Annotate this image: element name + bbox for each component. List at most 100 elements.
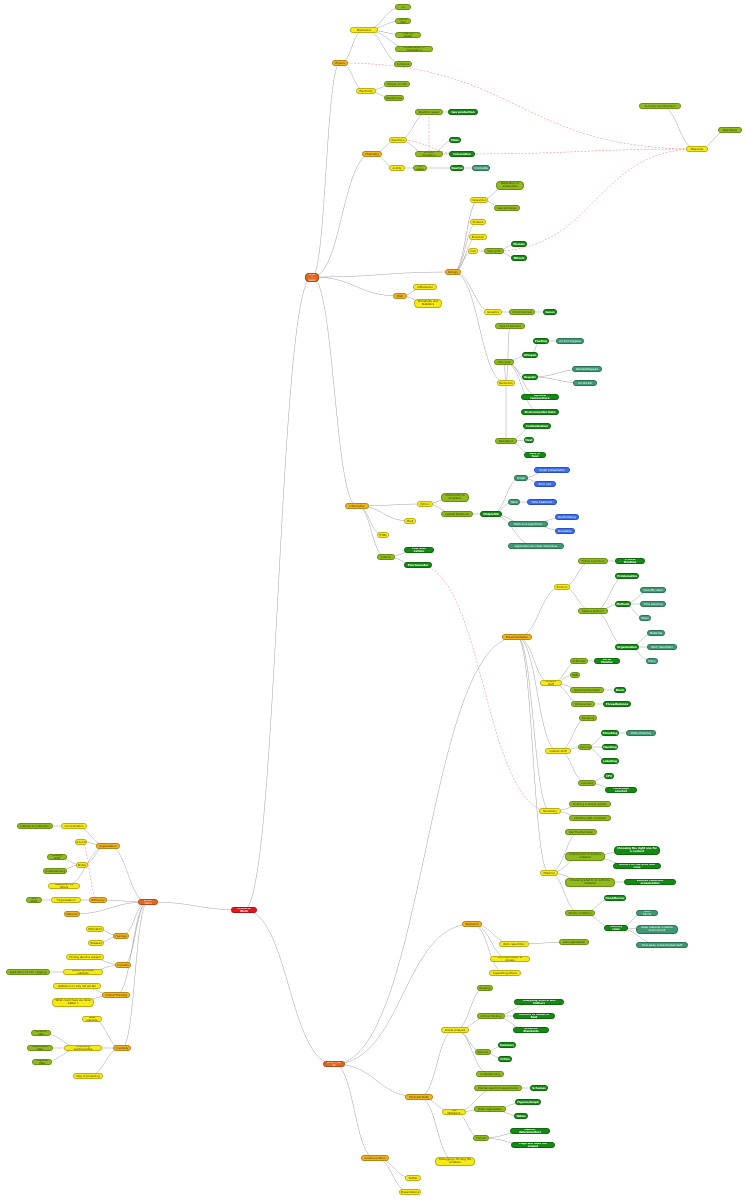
node-tw-repartition[interactable]: Work repartition [499, 941, 529, 947]
node-math-diff[interactable]: Differential [413, 284, 437, 290]
node-org-supported[interactable]: Supported by others [48, 883, 80, 889]
node-bac-environment[interactable]: Environmental state [521, 409, 559, 415]
node-b-genes[interactable]: Genes [543, 309, 557, 315]
node-tw-lab-org[interactable]: Lab organisation [559, 939, 589, 945]
node-cs-counting[interactable]: Counting [578, 780, 596, 786]
node-b-evolution[interactable]: Evolution [469, 234, 487, 240]
node-mat-trash[interactable]: Trow away contaminated stuff [636, 942, 688, 948]
node-math-prob[interactable]: Probability and Statistics [414, 298, 442, 308]
node-inf-graph[interactable]: Graph [514, 475, 528, 481]
node-ps-block[interactable]: Block [614, 687, 626, 693]
node-eff-lab-skills[interactable]: Lab skills [26, 897, 42, 903]
node-b-mitosis[interactable]: Mitosis [511, 255, 527, 261]
node-what-can-do[interactable]: What I can do [323, 1061, 345, 1067]
node-cur-subject[interactable]: Finding about a subject [66, 954, 104, 960]
node-experimentation[interactable]: Experimentation [502, 634, 532, 640]
node-prot-steps[interactable]: Steps [639, 615, 651, 621]
node-material[interactable]: Material [540, 870, 558, 876]
node-c-neutral[interactable]: Neutral [450, 165, 464, 171]
node-bac-type[interactable]: Type of bacteria [495, 323, 525, 329]
node-ps-thread[interactable]: Threadbalance [603, 701, 631, 707]
node-feelings[interactable]: Feelings [113, 933, 129, 939]
node-inf-graph-present[interactable]: Graph presentation [534, 467, 570, 473]
node-cr-new[interactable]: New subjects [82, 1016, 102, 1022]
node-cr-experiment[interactable]: Experiment idea [27, 1045, 53, 1051]
node-e-resistance[interactable]: Resistances [384, 95, 404, 101]
node-b-genetics[interactable]: Genetics [484, 309, 502, 315]
node-c-acidity[interactable]: Acidity [389, 165, 405, 171]
node-com-presentation[interactable]: Presentations [399, 1189, 421, 1195]
node-c-reactions[interactable]: Reactions [389, 137, 407, 143]
node-ln-precise[interactable]: Precise report of experiments [474, 1085, 522, 1091]
node-biology[interactable]: Biology [445, 269, 461, 275]
node-art-analysing[interactable]: Analysing Source and Authors [514, 999, 564, 1005]
node-prot-methods[interactable]: Methods [615, 601, 631, 607]
node-ct-reflexion[interactable]: Reflexion on why did we fail [53, 983, 101, 989]
node-bac-food[interactable]: Lack of food [524, 452, 546, 458]
node-organisation[interactable]: Organisation [96, 843, 120, 849]
node-cs-cloning[interactable]: Cloning [578, 744, 592, 750]
node-m-slide[interactable]: Slide on ramp [395, 4, 411, 10]
node-art-resume[interactable]: Resume [475, 1049, 491, 1055]
node-org-asap[interactable]: A.S.A.P [75, 839, 87, 845]
node-cs-sampling[interactable]: Sampling [579, 715, 597, 721]
node-eff-organisation[interactable]: "Organisation" [51, 897, 81, 903]
node-c-ph[interactable]: pH value [413, 165, 427, 171]
node-b-cell-cycle[interactable]: Cell cycle [484, 248, 504, 254]
node-mat-sterility[interactable]: Sterility rules [604, 925, 628, 931]
node-bacteria[interactable]: Bacterium [497, 380, 515, 386]
node-c-colouration[interactable]: Colouration [449, 151, 475, 157]
node-teamwork[interactable]: Teamwork [462, 921, 482, 927]
node-real-noise[interactable]: Real Noise [718, 127, 742, 133]
node-inf-table[interactable]: Table [508, 499, 520, 505]
node-protocol[interactable]: Protocol [554, 584, 570, 590]
node-inf-matplotlib[interactable]: Matplotlib [480, 511, 502, 517]
node-prot-problematics[interactable]: Problematics [615, 573, 639, 579]
node-inf-intro[interactable]: Introduction to programs [441, 492, 469, 502]
node-personal-skills[interactable]: Personal Skills [405, 1094, 433, 1100]
node-c-product-formation[interactable]: Product formation [415, 151, 443, 157]
node-what-learn[interactable]: What I learn [138, 899, 158, 905]
node-inf-simulation[interactable]: Simulation [555, 528, 575, 534]
node-cur-exploring[interactable]: Exploring known subjects [63, 969, 103, 975]
node-mat-wash[interactable]: Wash hands [636, 910, 658, 916]
node-inf-error-calc[interactable]: Error calc [534, 481, 556, 487]
node-c-colorplate[interactable]: Colorplate [472, 165, 490, 171]
node-prot-work-rep[interactable]: Work repartition [647, 644, 677, 650]
node-ln-schemas[interactable]: Schemas [530, 1085, 548, 1091]
node-math[interactable]: Math [393, 293, 407, 299]
node-tw-supporting[interactable]: Supporting others [489, 970, 521, 976]
node-mat-use[interactable]: Use Thermometer [565, 829, 597, 835]
node-bac-wanted[interactable]: Wanted/Stopped [572, 366, 602, 372]
node-org-writing[interactable]: Writing stuff [47, 854, 67, 860]
node-eff-patience[interactable]: Patience [64, 911, 80, 917]
node-cs-handling[interactable]: Handling [602, 744, 618, 750]
node-ps-ebb[interactable]: EBB [570, 672, 580, 678]
node-prot-time[interactable]: Time planning [640, 601, 666, 607]
node-mat-sterile[interactable]: Sterile conditions [565, 910, 595, 916]
node-cs-cfu[interactable]: CFU [604, 773, 614, 779]
node-e-circuits[interactable]: Simple circuits [384, 81, 410, 87]
node-art-interest[interactable]: Interest in research field [513, 1013, 555, 1019]
node-electricity[interactable]: Electricity [356, 88, 376, 94]
node-ct-better[interactable]: What could have we done better ? [52, 997, 94, 1007]
node-b-glass[interactable]: Glass/Vial [470, 197, 488, 203]
node-ln-pages[interactable]: Page and data not erased [511, 1142, 555, 1148]
node-curiosity[interactable]: Curiosity [115, 962, 131, 968]
node-inf-html[interactable]: HTML [377, 532, 389, 538]
node-mat-right[interactable]: Choosing the right one for a context [614, 845, 660, 855]
node-org-notes[interactable]: Notes [76, 862, 88, 868]
node-bac-regular[interactable]: Regular [522, 374, 538, 380]
node-debugging[interactable]: Debugging / Finding the problem [435, 1156, 475, 1166]
node-org-concentration[interactable]: Concentration [61, 823, 87, 829]
node-cs-plate[interactable]: Plate streaking [626, 730, 656, 736]
node-m-collision[interactable]: Collisions [394, 61, 412, 67]
node-prot-make[interactable]: Make a protocol [578, 608, 608, 614]
node-efficiency[interactable]: Efficiency [89, 897, 107, 903]
node-inf-shell[interactable]: Shell [404, 518, 416, 524]
node-cr-proposing[interactable]: Proposing solutions/idea [64, 1045, 102, 1051]
node-physics[interactable]: Physics [332, 60, 348, 66]
node-b-chromosomes[interactable]: Chromosomes [509, 309, 535, 315]
node-cs-coverslips[interactable]: Coverslips counted [605, 787, 637, 793]
node-feel-motivated[interactable]: Motivated [86, 926, 104, 932]
